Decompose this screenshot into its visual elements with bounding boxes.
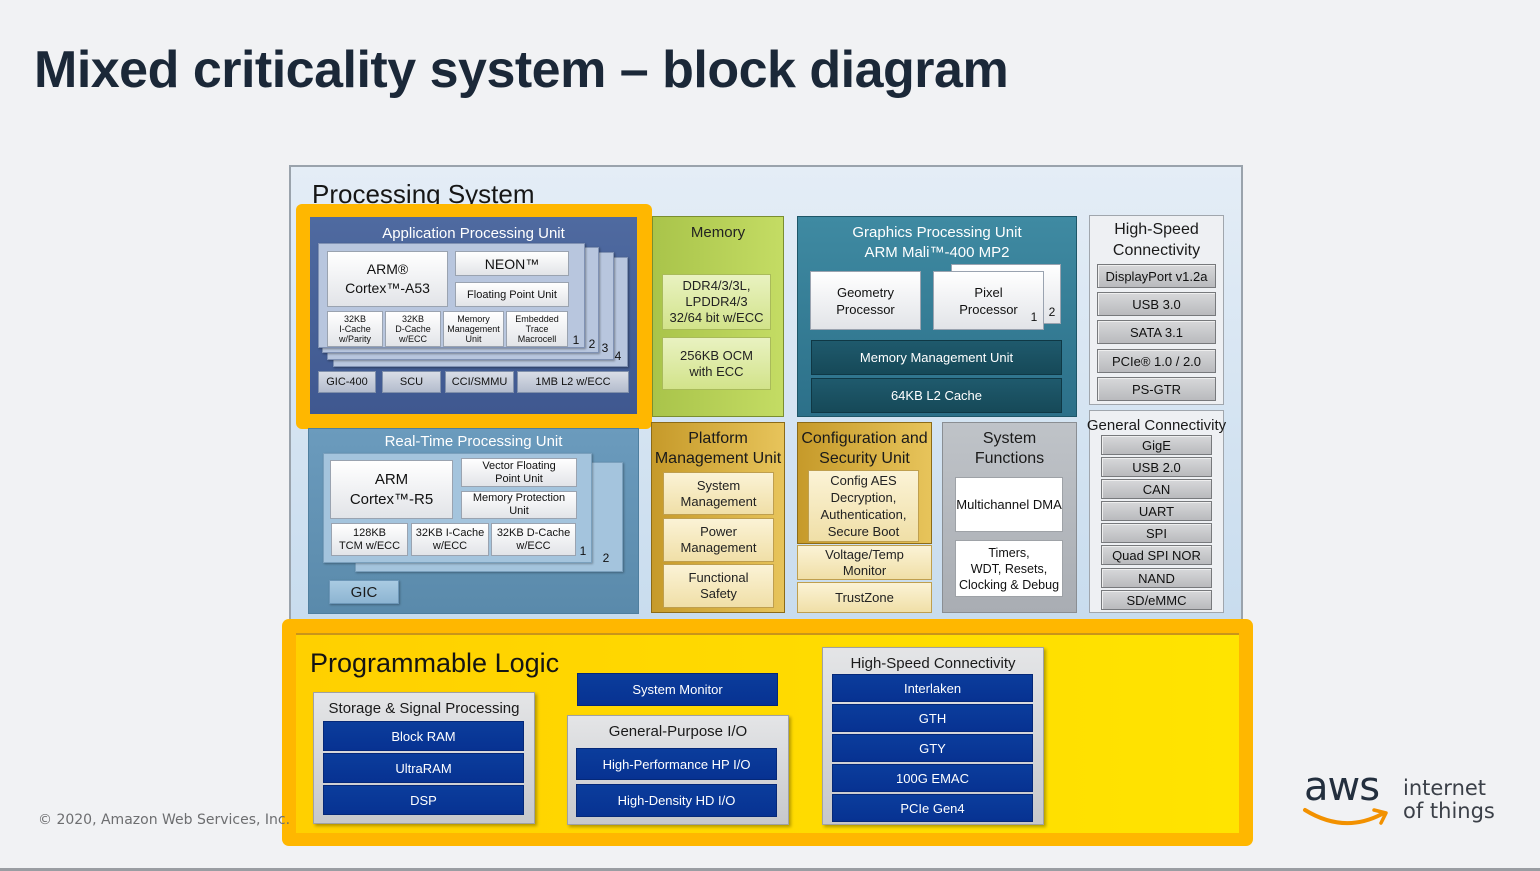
- general-connectivity-title: General Connectivity: [1086, 416, 1227, 434]
- tcm-128kb: 128KB TCM w/ECC: [331, 523, 408, 556]
- system-management: System Management: [663, 472, 774, 515]
- rpu-core-number: 2: [602, 551, 610, 565]
- rpu-core-number: 1: [579, 544, 587, 558]
- aws-logo-text: aws: [1304, 764, 1380, 810]
- rpu-icache: 32KB I-Cache w/ECC: [411, 523, 489, 556]
- pcie-gen4: PCIe Gen4: [832, 794, 1033, 822]
- gpu-l2-cache: 64KB L2 Cache: [811, 378, 1062, 413]
- memory-protection-unit: Memory Protection Unit: [461, 491, 577, 519]
- trustzone: TrustZone: [797, 582, 932, 613]
- vector-floating-point-unit: Vector Floating Point Unit: [461, 458, 577, 487]
- voltage-temp-monitor: Voltage/Temp Monitor: [797, 545, 932, 580]
- apu-core-number: 2: [588, 337, 596, 351]
- hp-io: High-Performance HP I/O: [576, 748, 777, 780]
- slide-title: Mixed criticality system – block diagram: [34, 41, 1009, 99]
- pmu-title: Platform Management Unit: [654, 430, 782, 467]
- copyright-text: © 2020, Amazon Web Services, Inc.: [38, 812, 291, 828]
- l2-cache-1mb: 1MB L2 w/ECC: [517, 371, 629, 393]
- memory-title: Memory: [690, 223, 746, 241]
- multichannel-dma: Multichannel DMA: [955, 477, 1063, 532]
- uart: UART: [1101, 501, 1212, 521]
- neon-unit: NEON™: [455, 251, 569, 276]
- gpio-title: General-Purpose I/O: [608, 722, 748, 740]
- gic-400: GIC-400: [318, 371, 376, 393]
- csu-title: Configuration and Security Unit: [801, 430, 928, 467]
- sd-emmc: SD/eMMC: [1101, 590, 1212, 610]
- system-functions-title: System Functions: [974, 430, 1045, 467]
- gige: GigE: [1101, 435, 1212, 455]
- nand: NAND: [1101, 568, 1212, 588]
- embedded-trace-macrocell: Embedded Trace Macrocell: [506, 311, 568, 347]
- rpu-gic: GIC: [329, 580, 399, 604]
- block-ram: Block RAM: [323, 721, 524, 751]
- usb-3: USB 3.0: [1097, 292, 1216, 316]
- can: CAN: [1101, 479, 1212, 499]
- apu-title: Application Processing Unit: [382, 224, 565, 242]
- pixel-processor-number: 1: [1030, 310, 1038, 324]
- pcie-ps: PCIe® 1.0 / 2.0: [1097, 349, 1216, 373]
- ps-hsc-title: High-Speed Connectivity: [1112, 221, 1201, 259]
- cci-smmu: CCI/SMMU: [445, 371, 514, 393]
- apu-core-number: 4: [614, 349, 622, 363]
- ultraram: UltraRAM: [323, 753, 524, 783]
- arm-cortex-r5: ARM Cortex™-R5: [330, 460, 453, 519]
- hd-io: High-Density HD I/O: [576, 784, 777, 817]
- apu-mmu: Memory Management Unit: [443, 311, 504, 347]
- geometry-processor: Geometry Processor: [810, 271, 921, 330]
- config-aes-secure-boot: Config AES Decryption, Authentication, S…: [808, 470, 919, 542]
- apu-core-number: 1: [572, 333, 580, 347]
- ps-gtr: PS-GTR: [1097, 377, 1216, 401]
- pixel-processor-number: 2: [1048, 305, 1056, 319]
- usb-2: USB 2.0: [1101, 457, 1212, 477]
- scu: SCU: [382, 371, 441, 393]
- spi: SPI: [1101, 523, 1212, 543]
- functional-safety: Functional Safety: [663, 564, 774, 608]
- 100g-emac: 100G EMAC: [832, 764, 1033, 792]
- ocm-memory: 256KB OCM with ECC: [662, 337, 771, 390]
- gpu-mmu: Memory Management Unit: [811, 340, 1062, 375]
- gpu-title: Graphics Processing Unit ARM Mali™-400 M…: [852, 224, 1022, 261]
- sata: SATA 3.1: [1097, 320, 1216, 344]
- gty: GTY: [832, 734, 1033, 762]
- rpu-dcache: 32KB D-Cache w/ECC: [491, 523, 576, 556]
- rpu-title: Real-Time Processing Unit: [384, 432, 563, 450]
- pixel-processor: Pixel Processor: [933, 271, 1044, 330]
- storage-title: Storage & Signal Processing: [328, 699, 520, 717]
- apu-core-number: 3: [601, 341, 609, 355]
- iot-tagline-line1: internet: [1403, 776, 1487, 800]
- quad-spi-nor: Quad SPI NOR: [1101, 545, 1212, 565]
- programmable-logic-title: Programmable Logic: [310, 648, 560, 678]
- gth: GTH: [832, 704, 1033, 732]
- bottom-divider: [0, 868, 1540, 871]
- displayport: DisplayPort v1.2a: [1097, 264, 1216, 288]
- iot-tagline: internet of things: [1403, 777, 1495, 823]
- ddr-memory: DDR4/3/3L, LPDDR4/3 32/64 bit w/ECC: [662, 274, 771, 330]
- timers-wdt-resets: Timers, WDT, Resets, Clocking & Debug: [955, 540, 1063, 597]
- power-management: Power Management: [663, 518, 774, 562]
- interlaken: Interlaken: [832, 674, 1033, 702]
- dsp: DSP: [323, 785, 524, 815]
- system-monitor: System Monitor: [577, 673, 778, 706]
- apu-dcache: 32KB D-Cache w/ECC: [385, 311, 441, 347]
- arm-cortex-a53: ARM® Cortex™-A53: [327, 251, 448, 307]
- aws-smile-icon: [1303, 808, 1388, 825]
- pl-hsc-title: High-Speed Connectivity: [850, 654, 1016, 672]
- floating-point-unit: Floating Point Unit: [455, 282, 569, 307]
- apu-icache: 32KB I-Cache w/Parity: [327, 311, 383, 347]
- iot-tagline-line2: of things: [1403, 799, 1495, 823]
